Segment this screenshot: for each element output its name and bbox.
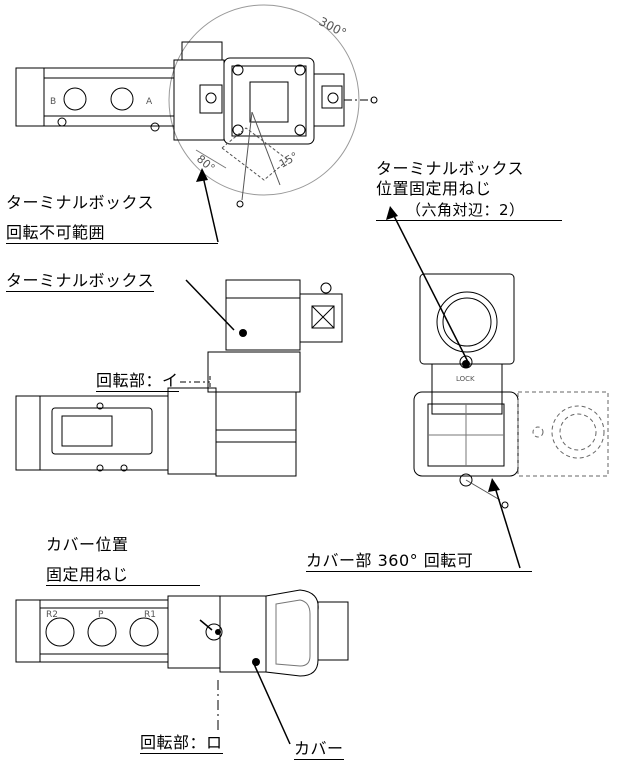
port-r2-text: R2 [46,610,58,620]
label-cover-screw-line1: カバー位置 [46,535,129,554]
port-b-text: B [50,97,56,107]
label-tb-lock-screw-line1: ターミナルボックス [376,159,525,178]
lock-text: LOCK [456,375,475,383]
rotation-circle [168,4,360,196]
label-rotating-part-ro: 回転部：ロ [140,733,223,754]
angle-15-text: 15° [277,150,300,171]
label-tb-no-rotation-line2: 回転不可範囲 [6,224,218,244]
bottom-view [15,589,349,730]
top-view [15,4,378,208]
port-a-text: A [146,97,153,107]
right-view [413,273,609,509]
label-cover-rotation: カバー部 360° 回転可 [306,552,532,572]
label-rotating-part-i: 回転部：イ [96,371,179,392]
leader-lines [180,171,521,745]
label-tb-lock-screw-line2: 位置固定用ねじ [376,179,492,198]
middle-view [15,279,343,477]
label-tb-lock-screw-line3: （六角対辺：2） [376,201,562,221]
label-terminal-box: ターミナルボックス [6,271,155,292]
label-cover-screw-line2: 固定用ねじ [46,566,200,586]
label-tb-no-rotation-line1: ターミナルボックス [6,193,155,212]
angle-300-text: 300° [317,14,349,40]
label-cover: カバー [294,739,344,760]
port-r1-text: R1 [144,610,156,620]
angle-80-text: 80° [194,152,217,174]
port-p-text: P [98,610,104,620]
